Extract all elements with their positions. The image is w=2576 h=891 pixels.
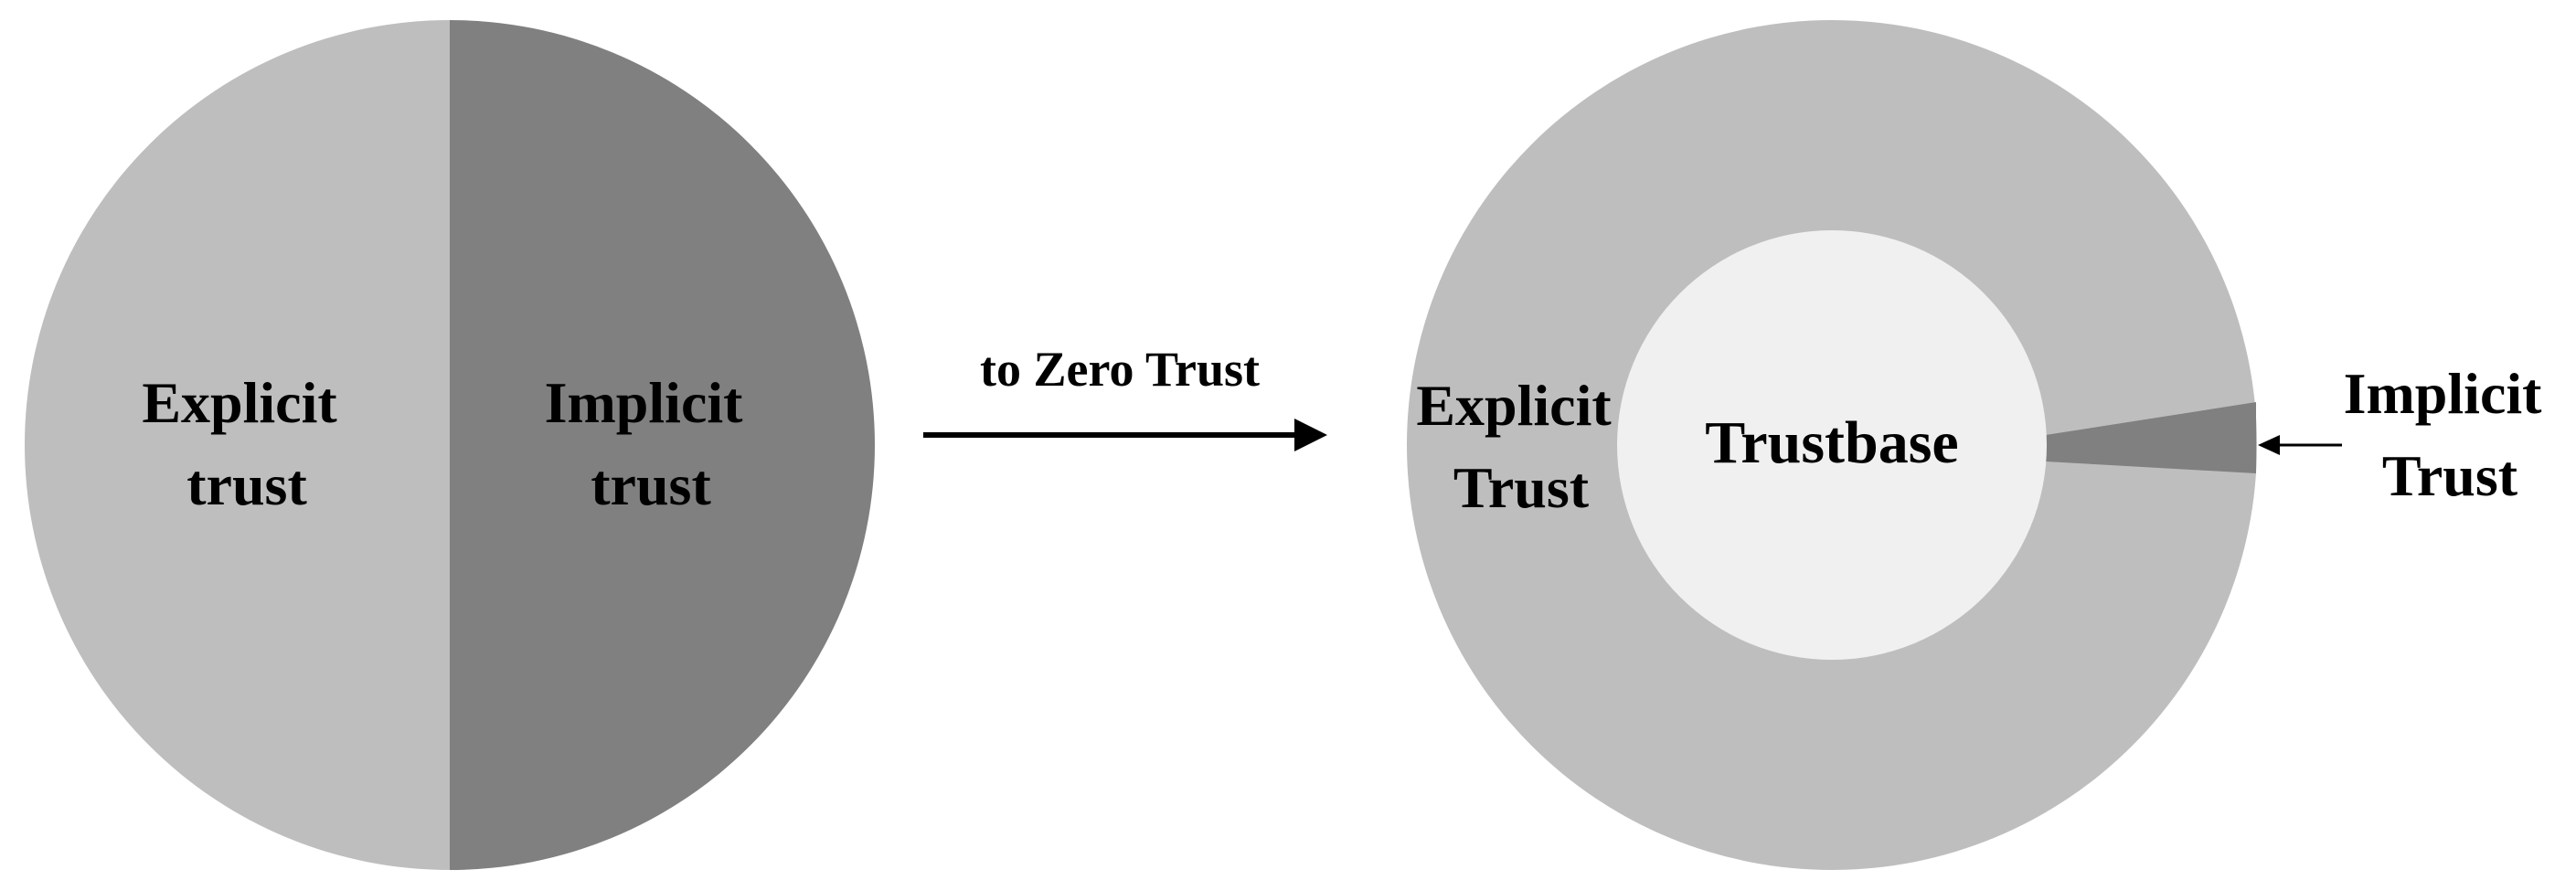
implicit-trust-wedge [2046,402,2256,473]
left-implicit-label: Implicit trust [545,370,758,517]
transition-arrow-group: to Zero Trust [923,342,1327,451]
right-explicit-label: Explicit Trust [1416,373,1625,520]
left-explicit-label: Explicit trust [142,370,351,517]
right-trust-donut: Explicit Trust Trustbase [1407,20,2257,870]
left-trust-pie: Explicit trust Implicit trust [25,20,875,870]
implicit-trust-half [450,20,875,870]
callout-arrow-head [2258,435,2280,455]
trustbase-core [1617,230,2047,660]
implicit-trust-callout: Implicit Trust [2258,361,2557,508]
explicit-trust-half [25,20,450,870]
trustbase-label: Trustbase [1705,409,1958,476]
right-implicit-label: Implicit Trust [2344,361,2557,508]
right-arrow-head [1294,419,1327,451]
transition-label: to Zero Trust [980,342,1260,397]
